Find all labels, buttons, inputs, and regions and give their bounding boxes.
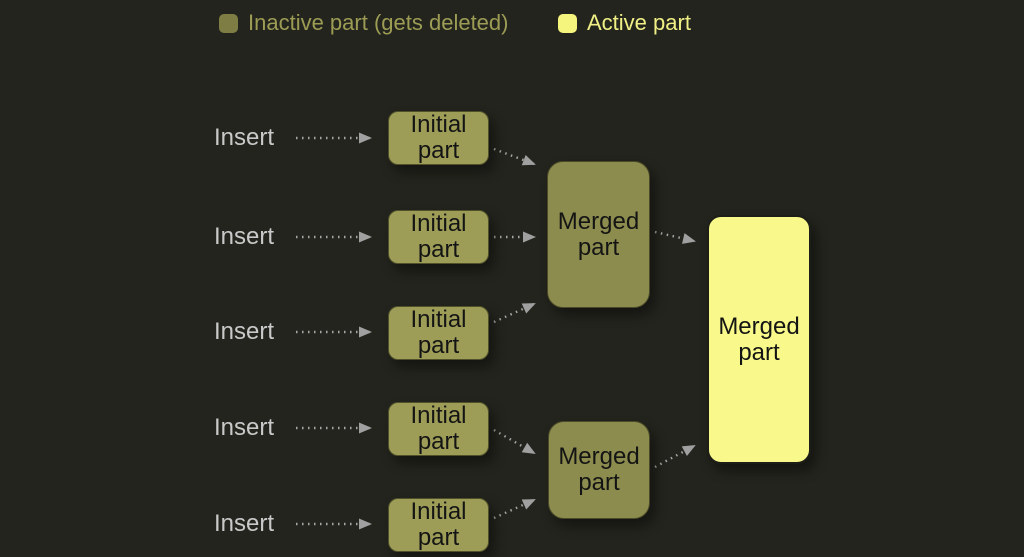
initial-part-box-4: Initial part [388, 402, 489, 456]
arrow-initial4-merged2 [493, 428, 536, 455]
initial-part-box-5: Initial part [388, 498, 489, 552]
merged-part-box-final: Merged part [707, 215, 811, 464]
node-label: Initial part [410, 498, 467, 551]
node-label: Initial part [410, 402, 467, 455]
arrow-initial1-merged1 [493, 147, 536, 166]
initial-part-box-3: Initial part [388, 306, 489, 360]
merged-part-box-2: Merged part [548, 421, 650, 519]
legend-item-active: Active part [558, 11, 691, 35]
initial-part-box-2: Initial part [388, 210, 489, 264]
arrow-initial3-merged1 [493, 302, 536, 324]
legend-item-inactive: Inactive part (gets deleted) [219, 11, 508, 35]
initial-part-box-1: Initial part [388, 111, 489, 165]
insert-label-5: Insert [214, 510, 275, 537]
node-label: Merged part [718, 312, 800, 366]
node-label: Initial part [410, 111, 467, 164]
legend-label-inactive: Inactive part (gets deleted) [248, 10, 509, 35]
node-label: Initial part [410, 210, 467, 263]
arrow-merged2-final [654, 444, 696, 469]
active-part-swatch [558, 13, 577, 33]
insert-label-1: Insert [214, 124, 275, 151]
insert-label-3: Insert [214, 318, 275, 345]
legend-label-active: Active part [587, 10, 691, 35]
insert-label-4: Insert [214, 414, 275, 441]
merged-part-box-1: Merged part [547, 161, 650, 308]
arrow-initial5-merged2 [493, 498, 536, 520]
node-label: Merged part [557, 207, 640, 261]
node-label: Initial part [410, 306, 467, 359]
node-label: Merged part [558, 443, 640, 496]
arrow-merged1-final [654, 230, 696, 244]
insert-label-2: Insert [214, 223, 275, 250]
inactive-part-swatch [219, 13, 238, 33]
